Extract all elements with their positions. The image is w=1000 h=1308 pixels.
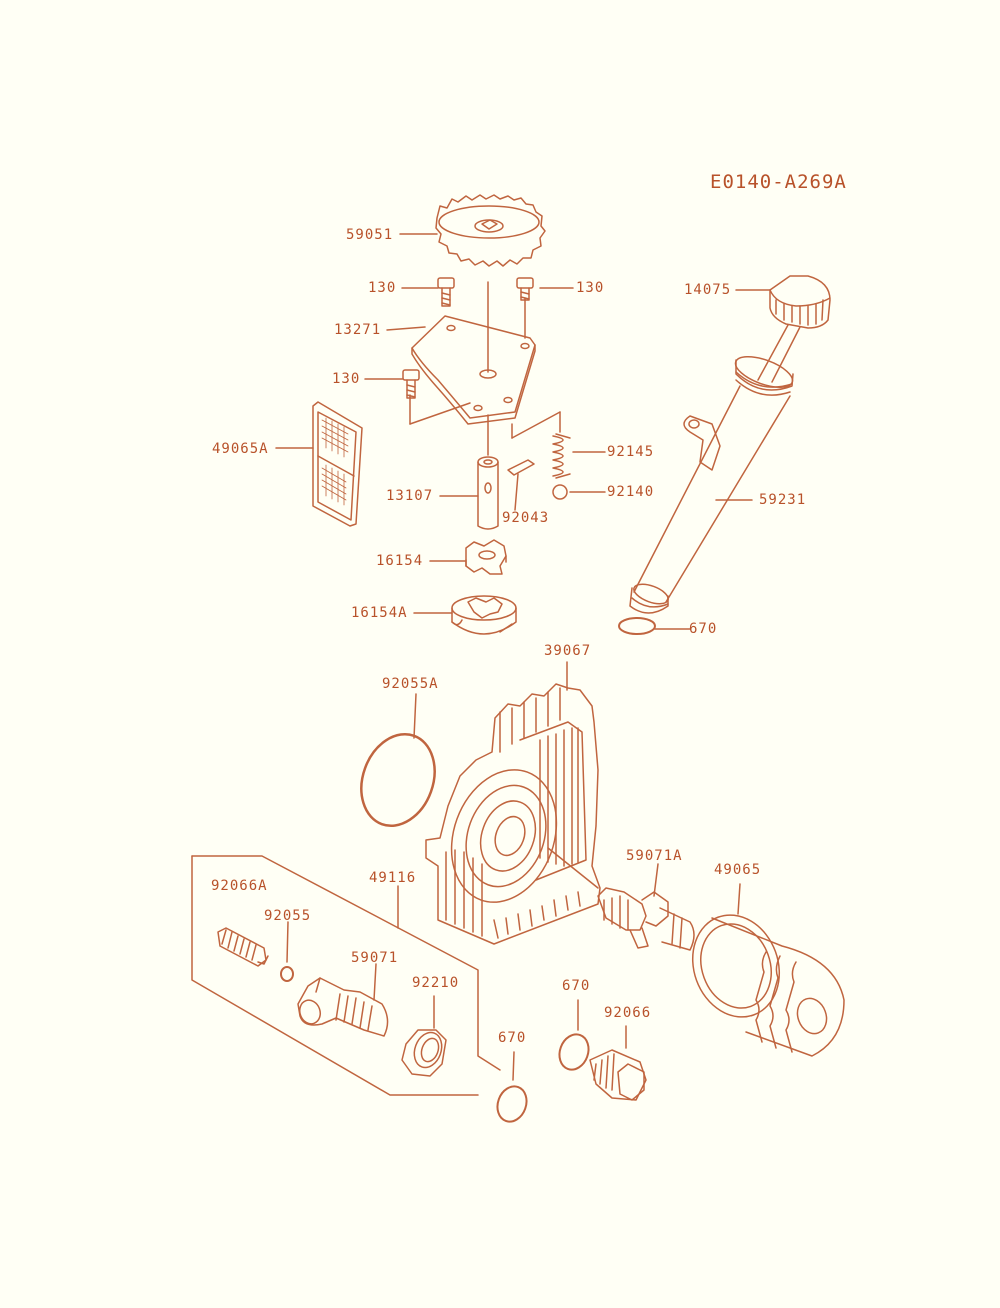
leader-lines-top xyxy=(275,233,771,630)
part-label-92043[interactable]: 92043 xyxy=(502,510,550,526)
shaft-13107 xyxy=(477,456,499,530)
part-label-130-left[interactable]: 130 xyxy=(368,280,397,296)
drive-gear-59051 xyxy=(435,194,546,267)
fitting-59071A xyxy=(597,863,695,951)
outer-rotor-16154A xyxy=(451,595,517,635)
bolt-130-right xyxy=(516,277,534,301)
plug-92066A xyxy=(217,927,269,967)
ball-92140 xyxy=(552,484,568,500)
part-label-13271[interactable]: 13271 xyxy=(334,322,382,338)
o-ring-670-lower xyxy=(496,1051,528,1123)
strainer-49065A xyxy=(312,401,363,527)
part-label-49065[interactable]: 49065 xyxy=(714,862,762,878)
part-label-92066[interactable]: 92066 xyxy=(604,1005,652,1021)
spring-92145 xyxy=(552,433,571,479)
part-label-92210[interactable]: 92210 xyxy=(412,975,460,991)
o-ring-670-dipstick xyxy=(618,617,656,635)
case-39067 xyxy=(425,661,601,945)
part-label-59071[interactable]: 59071 xyxy=(351,950,399,966)
part-label-59051[interactable]: 59051 xyxy=(346,227,394,243)
part-label-16154[interactable]: 16154 xyxy=(376,553,424,569)
part-label-92145[interactable]: 92145 xyxy=(607,444,655,460)
part-label-130-right[interactable]: 130 xyxy=(576,280,605,296)
bolt-130-lower xyxy=(402,369,420,399)
drain-plug-92066 xyxy=(589,1025,647,1101)
oil-filter-49065 xyxy=(691,883,845,1057)
nut-92210 xyxy=(401,995,447,1077)
dipstick-tube-59231 xyxy=(629,356,794,614)
part-label-92140[interactable]: 92140 xyxy=(607,484,655,500)
part-label-92066A[interactable]: 92066A xyxy=(211,878,268,894)
part-label-670-middle[interactable]: 670 xyxy=(562,978,591,994)
part-label-59071A[interactable]: 59071A xyxy=(626,848,683,864)
cover-plate-13271 xyxy=(411,315,536,425)
part-label-130-lower[interactable]: 130 xyxy=(332,371,361,387)
part-label-670-dipstick[interactable]: 670 xyxy=(689,621,718,637)
diagram-code: E0140-A269A xyxy=(710,171,847,193)
part-label-92055A[interactable]: 92055A xyxy=(382,676,439,692)
tee-fitting-59071 xyxy=(297,963,389,1037)
part-label-92055[interactable]: 92055 xyxy=(264,908,312,924)
part-label-39067[interactable]: 39067 xyxy=(544,643,592,659)
part-label-13107[interactable]: 13107 xyxy=(386,488,434,504)
part-label-16154A[interactable]: 16154A xyxy=(351,605,408,621)
inner-rotor-16154 xyxy=(465,539,507,575)
o-ring-670-middle xyxy=(558,999,590,1071)
part-label-49116[interactable]: 49116 xyxy=(369,870,417,886)
dipstick-cap-14075 xyxy=(757,275,831,383)
o-ring-92055 xyxy=(280,921,294,982)
part-label-14075[interactable]: 14075 xyxy=(684,282,732,298)
pin-92043 xyxy=(507,459,535,476)
part-label-49065A[interactable]: 49065A xyxy=(212,441,269,457)
part-label-59231[interactable]: 59231 xyxy=(759,492,807,508)
group-bracket-49116 xyxy=(191,855,501,1096)
bolt-130-left xyxy=(437,277,455,307)
part-label-670-lower[interactable]: 670 xyxy=(498,1030,527,1046)
o-ring-92055A xyxy=(360,693,436,828)
